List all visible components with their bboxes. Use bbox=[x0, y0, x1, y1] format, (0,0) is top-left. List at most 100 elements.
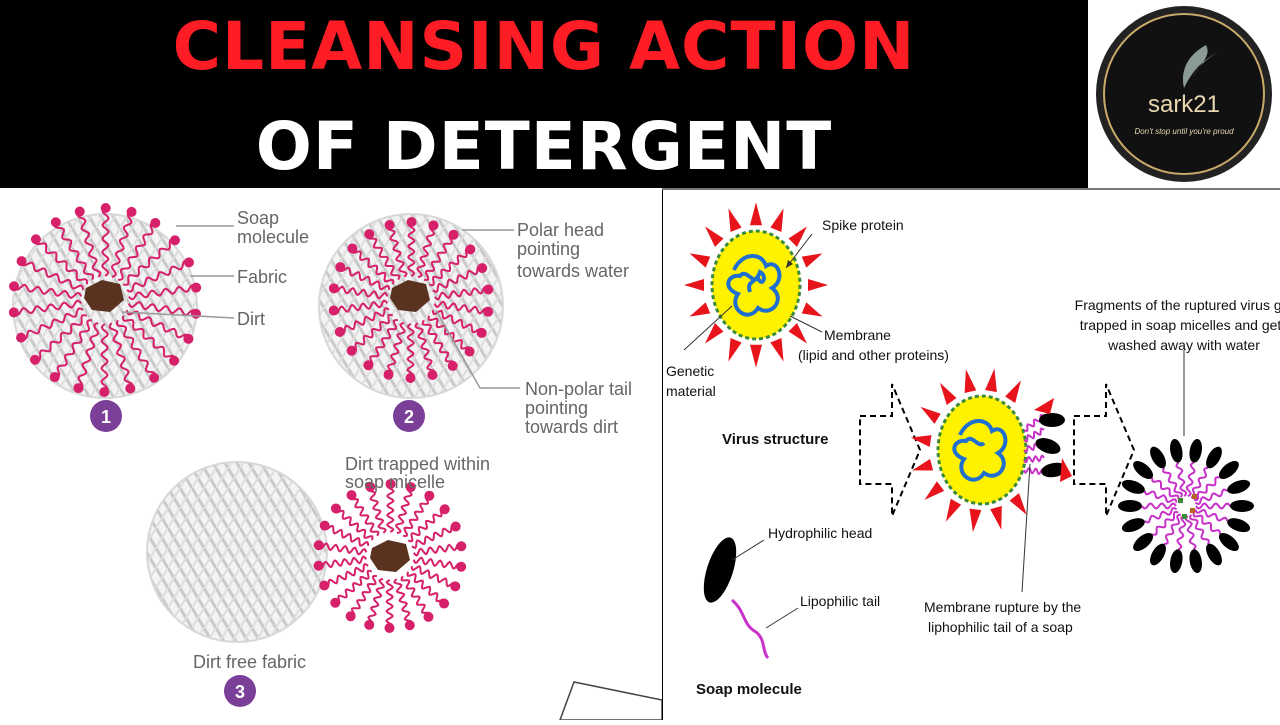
micelle-molecule-head bbox=[405, 482, 416, 493]
micelle-head bbox=[1133, 533, 1154, 551]
soap-molecule-head bbox=[125, 383, 136, 394]
soap-molecule-head bbox=[16, 256, 27, 267]
micelle-tail bbox=[1189, 514, 1210, 545]
spike-protein bbox=[750, 202, 762, 226]
micelle-head bbox=[1230, 500, 1254, 512]
micelle-head bbox=[1227, 518, 1251, 533]
page-curl bbox=[558, 681, 663, 721]
soap-molecule-head bbox=[483, 306, 494, 317]
dirt-free-fabric-circle bbox=[146, 461, 328, 643]
spike-protein bbox=[788, 323, 807, 344]
soap-molecule-head bbox=[16, 332, 27, 343]
micelle-tail bbox=[1162, 467, 1183, 498]
spike-protein bbox=[728, 337, 742, 362]
label-genetic-1: Genetic bbox=[666, 363, 714, 379]
micelle-molecule-tail bbox=[349, 494, 380, 537]
label-fragments-3: washed away with water bbox=[1107, 337, 1260, 353]
micelle-molecule-head bbox=[456, 561, 467, 572]
label-polar-head-1: Polar head bbox=[517, 220, 604, 240]
micelle-molecule-tail bbox=[317, 555, 368, 570]
spike-protein bbox=[728, 208, 742, 233]
spike-protein bbox=[705, 226, 724, 247]
micelle-tail bbox=[1192, 512, 1221, 535]
micelle-molecule-tail bbox=[412, 542, 463, 557]
spike-protein bbox=[1009, 493, 1027, 515]
left-diagram: Soap molecule Fabric Dirt 1 Polar head p… bbox=[0, 188, 663, 721]
micelle-tail bbox=[1194, 488, 1228, 506]
micelle-molecule-tail bbox=[334, 508, 374, 541]
label-dirt: Dirt bbox=[237, 309, 265, 329]
spike-protein bbox=[801, 302, 823, 317]
soap-molecule-tail bbox=[115, 319, 157, 379]
soap-molecule-tail bbox=[421, 319, 455, 367]
soap-molecule-head bbox=[49, 372, 60, 383]
label-membrane-2: (lipid and other proteins) bbox=[798, 347, 949, 363]
title-line-2: OF DETERGENT bbox=[255, 108, 833, 185]
soap-tail bbox=[1023, 466, 1045, 476]
micelle-molecule-head bbox=[450, 581, 461, 592]
label-polar-head-2: pointing bbox=[517, 239, 580, 259]
soap-molecule-head bbox=[73, 383, 84, 394]
micelle-molecule-head bbox=[385, 479, 396, 490]
micelle-head bbox=[1150, 543, 1166, 566]
soap-molecule-head bbox=[347, 243, 358, 254]
micelle-tail bbox=[1194, 508, 1229, 522]
soap-head bbox=[1041, 462, 1067, 478]
micelle-molecule-tail bbox=[367, 578, 386, 626]
micelle-molecule-tail bbox=[407, 507, 446, 543]
soap-molecule-head bbox=[150, 217, 161, 228]
soap-molecule-tail bbox=[350, 248, 395, 285]
spike-protein bbox=[750, 344, 762, 368]
micelle-head bbox=[1170, 549, 1183, 574]
soap-molecule-tail bbox=[127, 300, 197, 317]
micelle-molecule-tail bbox=[385, 483, 395, 533]
soap-molecule-tail bbox=[108, 322, 134, 390]
soap-molecule-tail bbox=[121, 315, 176, 361]
micelle-tail bbox=[1141, 502, 1177, 510]
micelle-molecule-head bbox=[345, 611, 356, 622]
micelle-tail bbox=[1175, 462, 1188, 497]
soap-molecule-tail bbox=[110, 210, 133, 278]
soap-molecule-head bbox=[364, 229, 375, 240]
micelle-molecule-head bbox=[364, 619, 375, 630]
soap-molecules-2 bbox=[328, 217, 494, 383]
brand-logo: sark21 Don't stop until you're proud bbox=[1088, 0, 1280, 188]
micelle-molecule-head bbox=[313, 560, 324, 571]
soap-molecule-head bbox=[169, 355, 180, 366]
step-badge-1 bbox=[90, 400, 122, 432]
soap-tail bbox=[1023, 454, 1045, 464]
micelle-molecule-head bbox=[423, 611, 434, 622]
micelle-molecule-tail bbox=[323, 562, 369, 589]
step-number-2: 2 bbox=[404, 407, 414, 427]
soap-molecule-tail bbox=[332, 285, 389, 300]
soap-molecule-tail bbox=[128, 283, 197, 301]
virus-structure bbox=[684, 202, 828, 368]
micelle-molecule-head bbox=[404, 620, 415, 631]
micelle-molecule-head bbox=[330, 503, 341, 514]
micelle-head bbox=[1118, 500, 1142, 512]
soap-molecule-head bbox=[428, 220, 439, 231]
micelle-head bbox=[1227, 479, 1251, 494]
soap-molecule-head bbox=[328, 283, 339, 294]
spike-protein bbox=[1005, 380, 1021, 403]
soap-molecule-tail bbox=[20, 307, 84, 341]
micelle-molecule-tail bbox=[406, 571, 446, 604]
spike-protein bbox=[788, 226, 807, 247]
soap-molecule-tail bbox=[54, 319, 92, 378]
soap-molecule-tail bbox=[367, 233, 401, 281]
label-fabric: Fabric bbox=[237, 267, 287, 287]
soap-molecule-tail bbox=[339, 266, 391, 291]
lipophilic-tail bbox=[730, 598, 770, 660]
micelle-molecule-head bbox=[439, 598, 450, 609]
soap-molecule-tail bbox=[53, 221, 95, 281]
soap-molecule-tail bbox=[386, 322, 406, 376]
spike-proteins bbox=[684, 202, 828, 368]
soap-molecule-head bbox=[363, 360, 374, 371]
spike-protein bbox=[705, 323, 724, 344]
label-soap-molecule: Soap molecule bbox=[696, 681, 802, 698]
label-micelle-1: Dirt trapped within bbox=[345, 454, 490, 474]
soap-molecule-head bbox=[427, 369, 438, 380]
micelle-tail bbox=[1195, 502, 1231, 510]
soap-molecule-tail bbox=[428, 247, 471, 287]
micelle-tail bbox=[1193, 476, 1220, 502]
